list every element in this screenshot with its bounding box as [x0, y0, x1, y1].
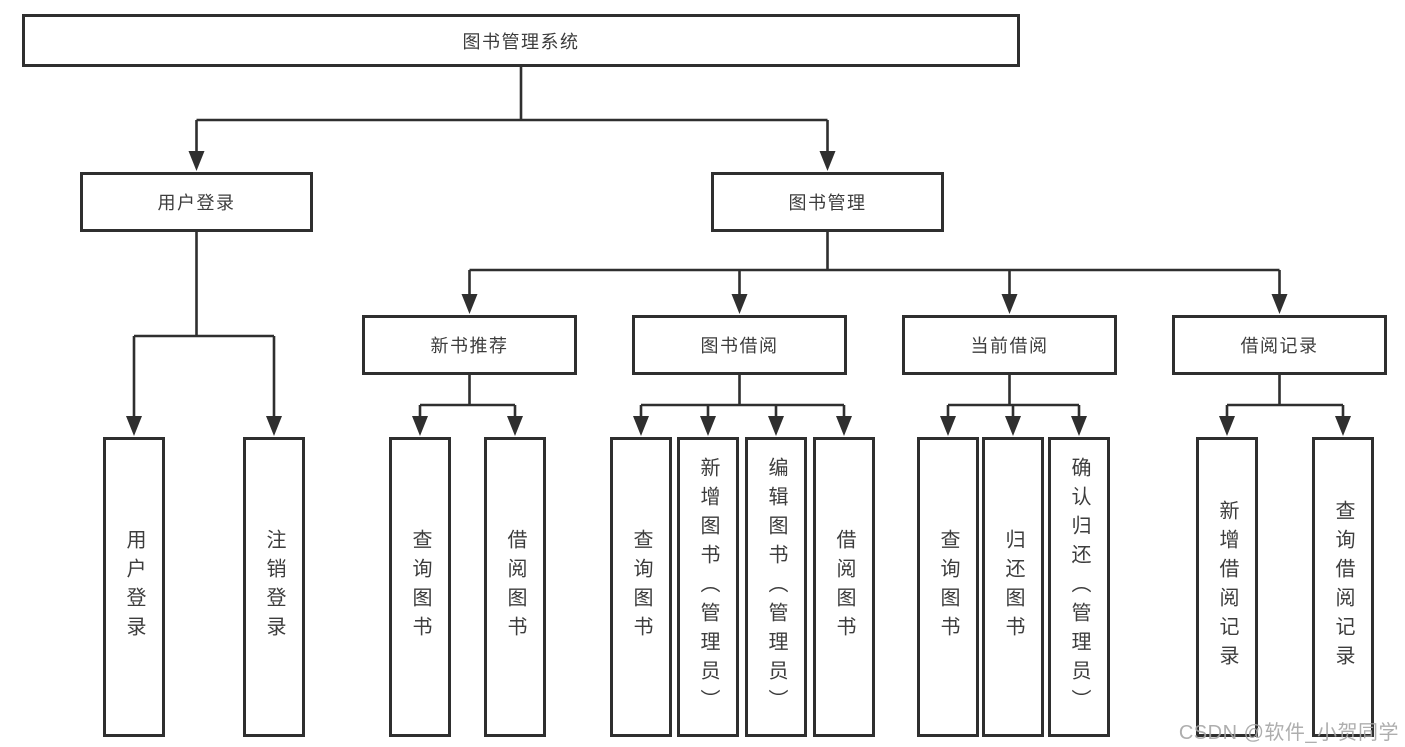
node-library-management-system: 图书管理系统 — [22, 14, 1020, 67]
watermark: CSDN @软件_小贺同学 — [1178, 722, 1399, 744]
leaf-return-books: 归还图书 — [982, 437, 1044, 737]
leaf-query-books-current: 查询图书 — [917, 437, 979, 737]
leaf-borrow-books: 借阅图书 — [813, 437, 875, 737]
leaf-add-books-admin-label: 新增图书（管理员） — [697, 456, 719, 718]
leaf-borrow-books-recommend: 借阅图书 — [484, 437, 546, 737]
arrowheads — [126, 151, 1351, 436]
leaf-edit-books-admin-label: 编辑图书（管理员） — [765, 456, 787, 718]
leaf-query-books-borrow-label: 查询图书 — [630, 529, 652, 645]
leaf-confirm-return-admin: 确认归还（管理员） — [1048, 437, 1110, 737]
leaf-borrow-books-recommend-label: 借阅图书 — [504, 529, 526, 645]
leaf-user-login-label: 用户登录 — [123, 529, 145, 645]
node-new-book-recommendation: 新书推荐 — [362, 315, 577, 375]
leaf-user-login: 用户登录 — [103, 437, 165, 737]
leaf-edit-books-admin: 编辑图书（管理员） — [745, 437, 807, 737]
leaf-query-books-recommend: 查询图书 — [389, 437, 451, 737]
leaf-logout-login: 注销登录 — [243, 437, 305, 737]
leaf-add-borrow-record: 新增借阅记录 — [1196, 437, 1258, 737]
node-user-login: 用户登录 — [80, 172, 313, 232]
leaf-logout-login-label: 注销登录 — [263, 529, 285, 645]
leaf-query-borrow-record: 查询借阅记录 — [1312, 437, 1374, 737]
node-book-borrowing: 图书借阅 — [632, 315, 847, 375]
leaf-add-borrow-record-label: 新增借阅记录 — [1216, 500, 1238, 674]
leaf-query-books-current-label: 查询图书 — [937, 529, 959, 645]
node-book-management: 图书管理 — [711, 172, 944, 232]
leaf-query-borrow-record-label: 查询借阅记录 — [1332, 500, 1354, 674]
leaf-confirm-return-admin-label: 确认归还（管理员） — [1068, 456, 1090, 718]
leaf-add-books-admin: 新增图书（管理员） — [677, 437, 739, 737]
node-current-borrowing: 当前借阅 — [902, 315, 1117, 375]
leaf-query-books-recommend-label: 查询图书 — [409, 529, 431, 645]
leaf-query-books-borrow: 查询图书 — [610, 437, 672, 737]
leaf-borrow-books-label: 借阅图书 — [833, 529, 855, 645]
node-borrowing-records: 借阅记录 — [1172, 315, 1387, 375]
leaf-return-books-label: 归还图书 — [1002, 529, 1024, 645]
